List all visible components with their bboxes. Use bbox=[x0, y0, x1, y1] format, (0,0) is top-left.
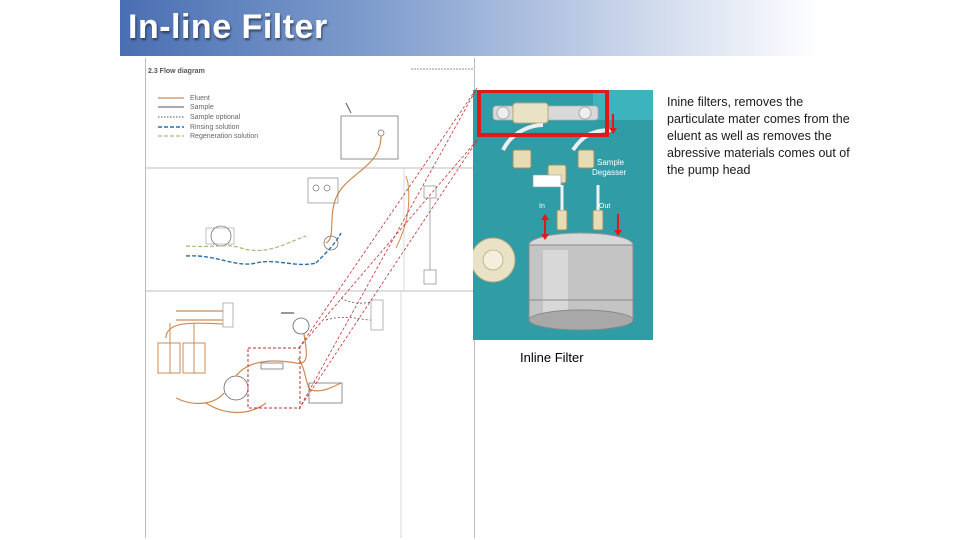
title-banner bbox=[120, 0, 820, 56]
legend-label-regeneration-solution: Regeneration solution bbox=[190, 133, 258, 140]
photo-label-out: Out bbox=[599, 203, 610, 210]
instrument-photo: Sample Degasser In Out bbox=[473, 90, 653, 340]
photo-label-degasser: Degasser bbox=[592, 168, 627, 177]
legend-label-rinsing-solution: Rinsing solution bbox=[190, 124, 240, 131]
legend-label-sample: Sample bbox=[190, 104, 214, 111]
diagram-legend: Eluent Sample Sample optional Rinsing so… bbox=[158, 95, 258, 140]
photo-label-in: In bbox=[539, 203, 545, 210]
slide-title: In-line Filter bbox=[128, 8, 328, 46]
inline-filter-highlight-box bbox=[477, 90, 609, 137]
photo-caption: Inline Filter bbox=[520, 350, 584, 365]
diagram-heading: 2.3 Flow diagram bbox=[148, 68, 205, 75]
flow-diagram: 2.3 Flow diagram Eluent Sample Sample op… bbox=[145, 58, 475, 538]
description-text: Inine filters, removes the particulate m… bbox=[667, 95, 850, 177]
legend-label-eluent: Eluent bbox=[190, 95, 210, 102]
photo-label-sample: Sample bbox=[597, 158, 625, 167]
legend-label-sample-optional: Sample optional bbox=[190, 114, 241, 121]
